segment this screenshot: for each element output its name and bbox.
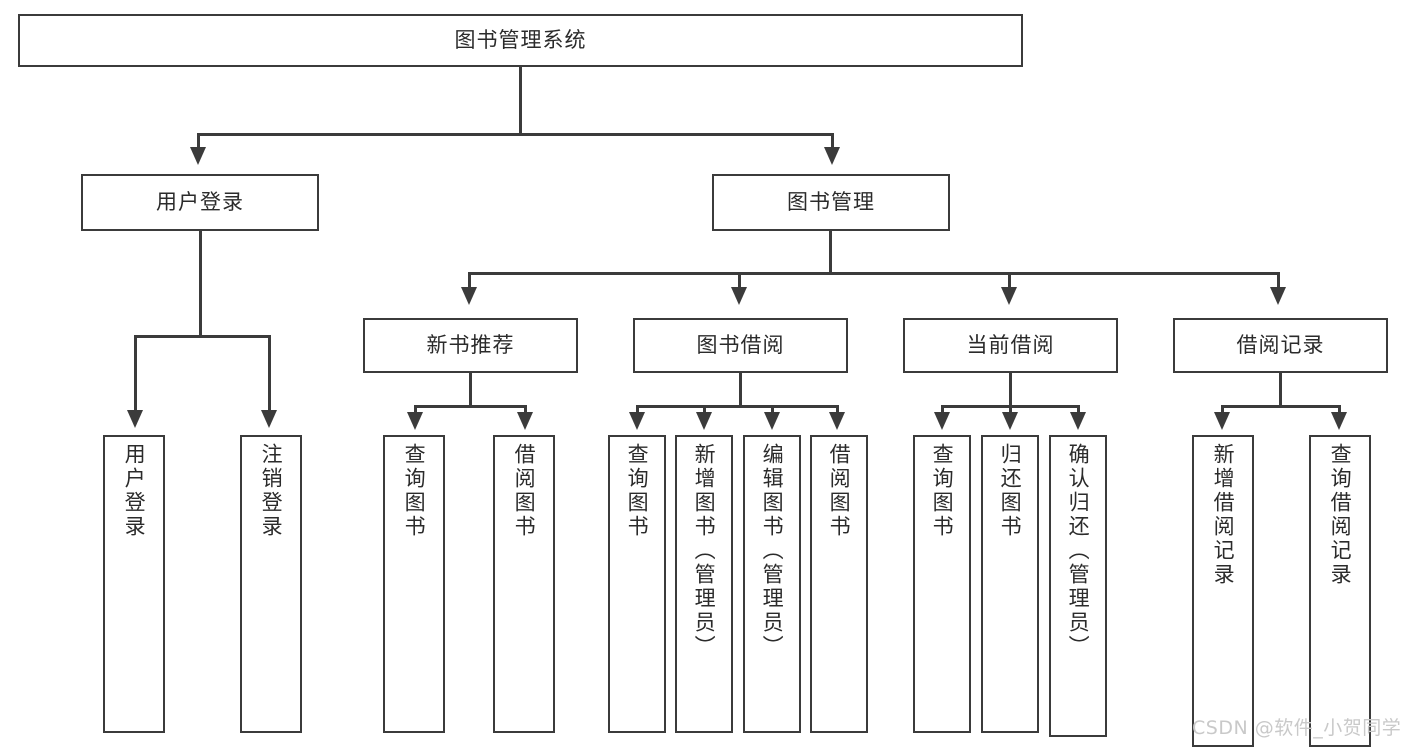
node-user-login[interactable]: 用户登录 bbox=[81, 174, 319, 231]
connector-cb-drop-2 bbox=[1009, 405, 1012, 413]
arrow-to-leaf-cb-query bbox=[934, 412, 950, 430]
arrow-to-leaf-bb-add bbox=[696, 412, 712, 430]
connector-nb-drop-2 bbox=[524, 405, 527, 413]
csdn-watermark: CSDN @软件_小贺同学 bbox=[1192, 717, 1402, 739]
leaf-label: 查询图书 bbox=[402, 443, 427, 539]
leaf-current-borrow-query[interactable]: 查询图书 bbox=[913, 435, 971, 733]
connector-user-login-drop-2 bbox=[268, 335, 271, 411]
connector-current-borrow-stem bbox=[1009, 373, 1012, 407]
arrow-to-leaf-bb-query bbox=[629, 412, 645, 430]
arrow-to-current-borrow bbox=[1001, 287, 1017, 305]
connector-new-book-stem bbox=[469, 373, 472, 407]
leaf-borrow-record-query[interactable]: 查询借阅记录 bbox=[1309, 435, 1371, 747]
connector-user-login-drop-1 bbox=[134, 335, 137, 411]
connector-bb-drop-4 bbox=[836, 405, 839, 413]
arrow-to-leaf-bb-borrow bbox=[829, 412, 845, 430]
connector-user-login-bar bbox=[134, 335, 271, 338]
leaf-new-book-borrow[interactable]: 借阅图书 bbox=[493, 435, 555, 733]
leaf-label: 新增借阅记录 bbox=[1211, 443, 1236, 587]
node-borrow-record[interactable]: 借阅记录 bbox=[1173, 318, 1388, 373]
arrow-to-leaf-cb-confirm bbox=[1070, 412, 1086, 430]
connector-book-management-stem bbox=[829, 231, 832, 275]
leaf-label: 归还图书 bbox=[998, 443, 1023, 539]
node-book-management[interactable]: 图书管理 bbox=[712, 174, 950, 231]
connector-root-bar bbox=[197, 133, 834, 136]
arrow-to-leaf-bb-edit bbox=[764, 412, 780, 430]
leaf-book-borrow-edit[interactable]: 编辑图书（管理员） bbox=[743, 435, 801, 733]
connector-user-login-stem bbox=[199, 231, 202, 337]
arrow-to-leaf-logout bbox=[261, 410, 277, 428]
connector-bm-drop-4 bbox=[1277, 272, 1280, 288]
leaf-user-login[interactable]: 用户登录 bbox=[103, 435, 165, 733]
connector-book-borrow-bar bbox=[636, 405, 839, 408]
leaf-label: 编辑图书（管理员） bbox=[760, 443, 785, 659]
connector-borrow-record-stem bbox=[1279, 373, 1282, 407]
connector-bm-drop-2 bbox=[738, 272, 741, 288]
connector-borrow-record-bar bbox=[1221, 405, 1341, 408]
leaf-new-book-query[interactable]: 查询图书 bbox=[383, 435, 445, 733]
arrow-to-leaf-br-query bbox=[1331, 412, 1347, 430]
arrow-to-leaf-nb-query bbox=[407, 412, 423, 430]
node-label: 当前借阅 bbox=[966, 333, 1055, 358]
leaf-current-borrow-return[interactable]: 归还图书 bbox=[981, 435, 1039, 733]
connector-bm-drop-1 bbox=[468, 272, 471, 288]
leaf-label: 新增图书（管理员） bbox=[692, 443, 717, 659]
connector-book-management-bar bbox=[468, 272, 1280, 275]
leaf-label: 注销登录 bbox=[259, 443, 284, 539]
connector-bb-drop-2 bbox=[703, 405, 706, 413]
arrow-to-new-book bbox=[461, 287, 477, 305]
connector-bb-drop-1 bbox=[636, 405, 639, 413]
connector-nb-drop-1 bbox=[414, 405, 417, 413]
node-current-borrow[interactable]: 当前借阅 bbox=[903, 318, 1118, 373]
arrow-to-book-management bbox=[824, 147, 840, 165]
connector-book-borrow-stem bbox=[739, 373, 742, 407]
connector-br-drop-2 bbox=[1338, 405, 1341, 413]
node-book-borrow[interactable]: 图书借阅 bbox=[633, 318, 848, 373]
node-label: 用户登录 bbox=[156, 190, 244, 215]
connector-bm-drop-3 bbox=[1008, 272, 1011, 288]
arrow-to-leaf-user-login bbox=[127, 410, 143, 428]
node-label: 图书借阅 bbox=[696, 333, 785, 358]
leaf-label: 借阅图书 bbox=[827, 443, 852, 539]
leaf-label: 确认归还（管理员） bbox=[1066, 443, 1091, 659]
arrow-to-book-borrow bbox=[731, 287, 747, 305]
connector-bb-drop-3 bbox=[771, 405, 774, 413]
leaf-label: 用户登录 bbox=[122, 443, 147, 539]
node-new-book-recommend[interactable]: 新书推荐 bbox=[363, 318, 578, 373]
leaf-book-borrow-add[interactable]: 新增图书（管理员） bbox=[675, 435, 733, 733]
connector-root-drop-left bbox=[197, 133, 200, 148]
leaf-book-borrow-query[interactable]: 查询图书 bbox=[608, 435, 666, 733]
leaf-current-borrow-confirm[interactable]: 确认归还（管理员） bbox=[1049, 435, 1107, 737]
connector-new-book-bar bbox=[414, 405, 527, 408]
arrow-to-user-login bbox=[190, 147, 206, 165]
node-label: 图书管理系统 bbox=[454, 28, 587, 53]
connector-cb-drop-3 bbox=[1077, 405, 1080, 413]
leaf-label: 查询图书 bbox=[625, 443, 650, 539]
arrow-to-leaf-cb-return bbox=[1002, 412, 1018, 430]
arrow-to-leaf-nb-borrow bbox=[517, 412, 533, 430]
connector-root-drop-right bbox=[831, 133, 834, 148]
arrow-to-leaf-br-add bbox=[1214, 412, 1230, 430]
leaf-book-borrow-borrow[interactable]: 借阅图书 bbox=[810, 435, 868, 733]
node-label: 图书管理 bbox=[787, 190, 875, 215]
connector-cb-drop-1 bbox=[941, 405, 944, 413]
leaf-label: 借阅图书 bbox=[512, 443, 537, 539]
connector-root-stem bbox=[519, 67, 522, 135]
node-label: 新书推荐 bbox=[426, 333, 515, 358]
leaf-borrow-record-add[interactable]: 新增借阅记录 bbox=[1192, 435, 1254, 747]
node-label: 借阅记录 bbox=[1236, 333, 1325, 358]
leaf-label: 查询借阅记录 bbox=[1328, 443, 1353, 587]
node-root-book-management-system[interactable]: 图书管理系统 bbox=[18, 14, 1023, 67]
connector-br-drop-1 bbox=[1221, 405, 1224, 413]
arrow-to-borrow-record bbox=[1270, 287, 1286, 305]
leaf-label: 查询图书 bbox=[930, 443, 955, 539]
leaf-logout[interactable]: 注销登录 bbox=[240, 435, 302, 733]
